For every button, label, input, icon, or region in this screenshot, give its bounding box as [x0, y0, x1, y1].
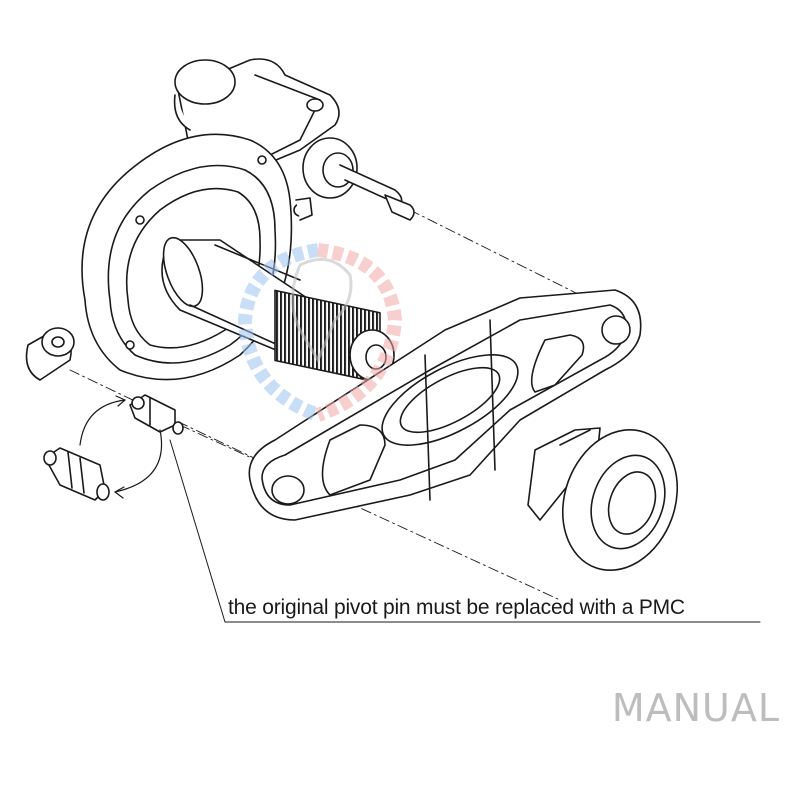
- callout-text: the original pivot pin must be replaced …: [228, 596, 685, 619]
- brand-wordmark: MANUAL: [611, 686, 780, 730]
- pmc-pivot-pin: [43, 447, 110, 501]
- bushing: [25, 327, 75, 381]
- swap-arrows: [79, 395, 162, 499]
- callout-leader: [169, 439, 761, 623]
- gear-crest-watermark-icon: [237, 243, 403, 422]
- release-bearing: [527, 427, 679, 572]
- original-pivot-pin: [129, 394, 184, 435]
- release-fork: [248, 289, 642, 521]
